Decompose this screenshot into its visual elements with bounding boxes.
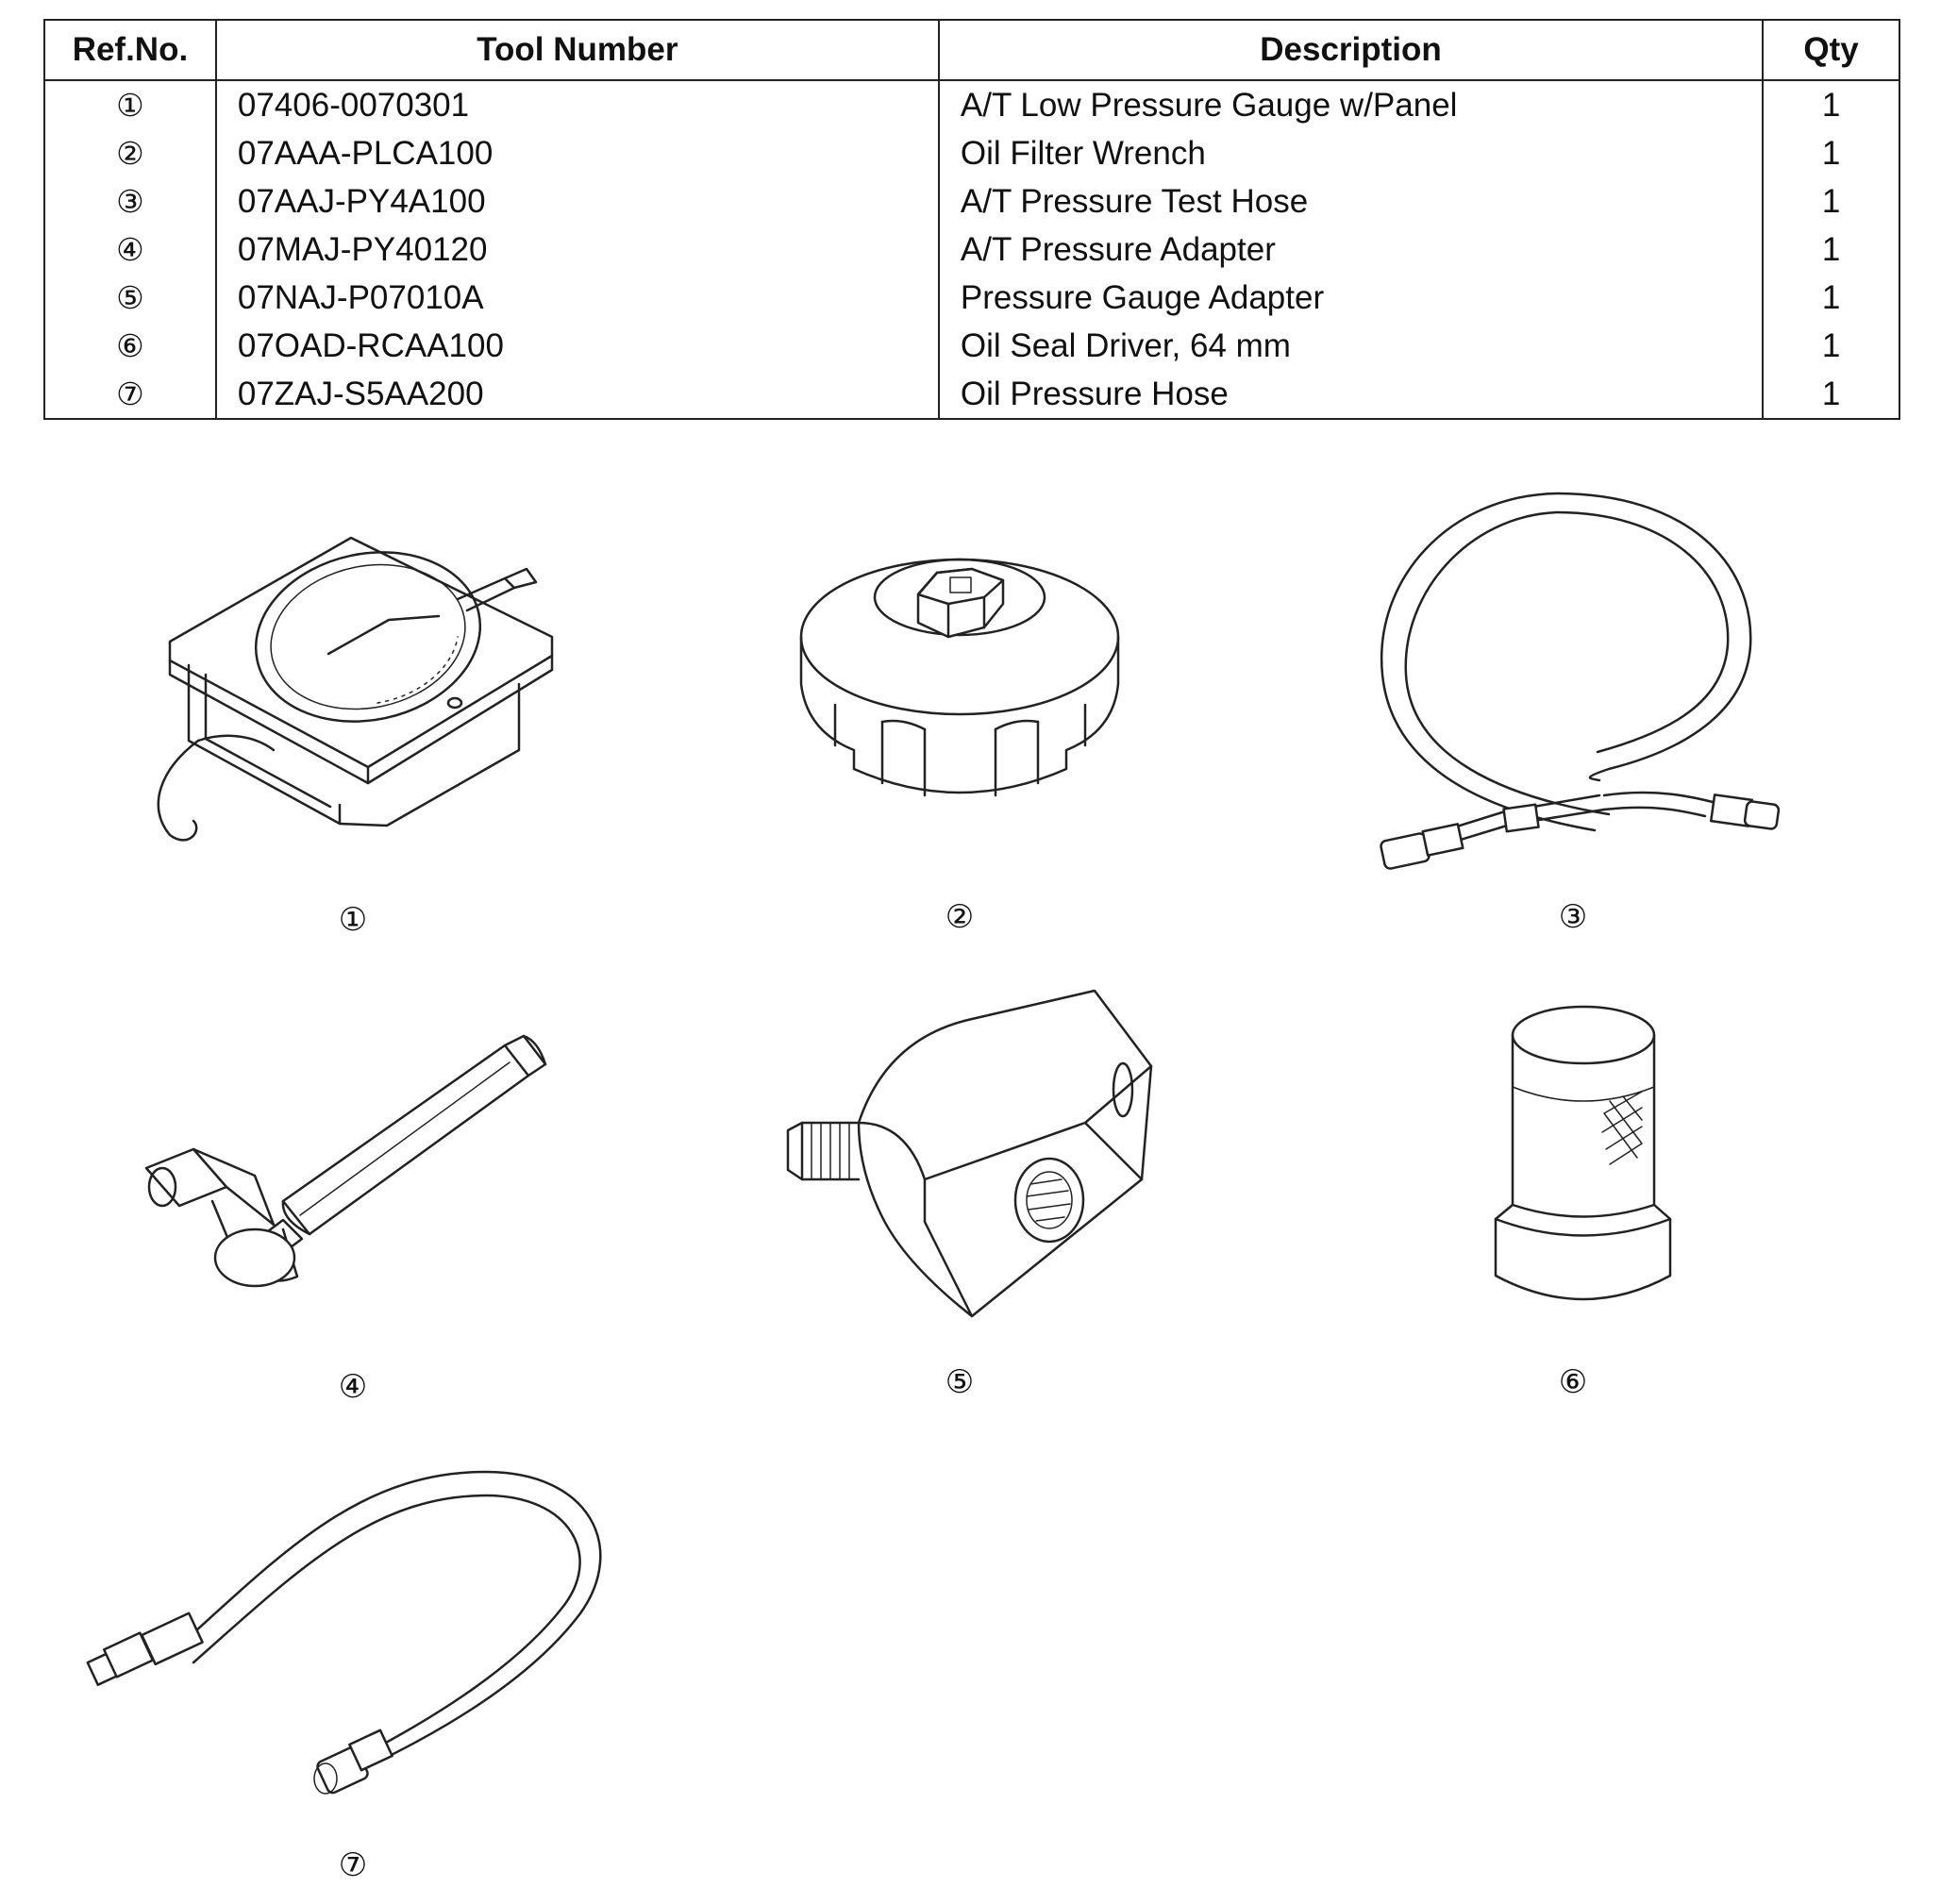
ref-no-cell: ⑤ — [43, 274, 217, 322]
special-tools-table: Ref.No. Tool Number Description Qty ① 07… — [43, 19, 1900, 420]
oil-pressure-hose-illustration — [80, 1453, 637, 1812]
description-cell: Oil Filter Wrench — [937, 129, 1765, 177]
figure-caption: ⑤ — [945, 1363, 975, 1401]
ref-no-cell: ③ — [43, 177, 217, 225]
table-header-row: Ref.No. Tool Number Description Qty — [43, 19, 1900, 81]
qty-cell: 1 — [1762, 129, 1900, 177]
ref-no-cell: ⑥ — [43, 322, 217, 370]
table-row: ⑦ 07ZAJ-S5AA200 Oil Pressure Hose 1 — [43, 370, 1900, 419]
description-cell: Oil Pressure Hose — [937, 370, 1765, 419]
qty-cell: 1 — [1762, 274, 1900, 322]
table-row: ② 07AAA-PLCA100 Oil Filter Wrench 1 — [43, 129, 1900, 177]
pressure-test-hose-illustration — [1373, 486, 1781, 870]
figure-caption: ⑥ — [1558, 1363, 1588, 1401]
pressure-gauge-adapter-illustration — [774, 981, 1170, 1330]
description-cell: Oil Seal Driver, 64 mm — [937, 322, 1765, 370]
figure-caption: ② — [945, 898, 975, 936]
table-row: ① 07406-0070301 A/T Low Pressure Gauge w… — [43, 80, 1900, 129]
ref-no-cell: ⑦ — [43, 370, 217, 419]
header-tool-number: Tool Number — [214, 19, 940, 81]
pressure-gauge-panel-illustration — [142, 524, 557, 849]
qty-cell: 1 — [1762, 322, 1900, 370]
tool-number-cell: 07MAJ-PY40120 — [214, 225, 940, 274]
tool-number-cell: 07406-0070301 — [214, 80, 940, 129]
header-description: Description — [937, 19, 1765, 81]
figure-caption: ⑦ — [338, 1846, 368, 1884]
oil-filter-wrench-illustration — [797, 552, 1123, 807]
table-row: ③ 07AAJ-PY4A100 A/T Pressure Test Hose 1 — [43, 177, 1900, 225]
tool-number-cell: 07AAA-PLCA100 — [214, 129, 940, 177]
table-row: ④ 07MAJ-PY40120 A/T Pressure Adapter 1 — [43, 225, 1900, 274]
description-cell: A/T Low Pressure Gauge w/Panel — [937, 80, 1765, 129]
qty-cell: 1 — [1762, 225, 1900, 274]
header-qty: Qty — [1762, 19, 1900, 81]
description-cell: Pressure Gauge Adapter — [937, 274, 1765, 322]
oil-seal-driver-illustration — [1491, 1002, 1675, 1318]
qty-cell: 1 — [1762, 177, 1900, 225]
qty-cell: 1 — [1762, 80, 1900, 129]
ref-no-cell: ④ — [43, 225, 217, 274]
figure-caption: ① — [338, 901, 368, 939]
description-cell: A/T Pressure Test Hose — [937, 177, 1765, 225]
tool-number-cell: 07OAD-RCAA100 — [214, 322, 940, 370]
header-ref-no: Ref.No. — [43, 19, 217, 81]
tool-number-cell: 07ZAJ-S5AA200 — [214, 370, 940, 419]
ref-no-cell: ① — [43, 80, 217, 129]
qty-cell: 1 — [1762, 370, 1900, 419]
ref-no-cell: ② — [43, 129, 217, 177]
figure-caption: ③ — [1558, 898, 1588, 936]
description-cell: A/T Pressure Adapter — [937, 225, 1765, 274]
pressure-adapter-illustration — [142, 1008, 557, 1300]
table-row: ⑤ 07NAJ-P07010A Pressure Gauge Adapter 1 — [43, 274, 1900, 322]
table-row: ⑥ 07OAD-RCAA100 Oil Seal Driver, 64 mm 1 — [43, 322, 1900, 370]
tool-number-cell: 07AAJ-PY4A100 — [214, 177, 940, 225]
figure-caption: ④ — [338, 1368, 368, 1406]
tool-number-cell: 07NAJ-P07010A — [214, 274, 940, 322]
